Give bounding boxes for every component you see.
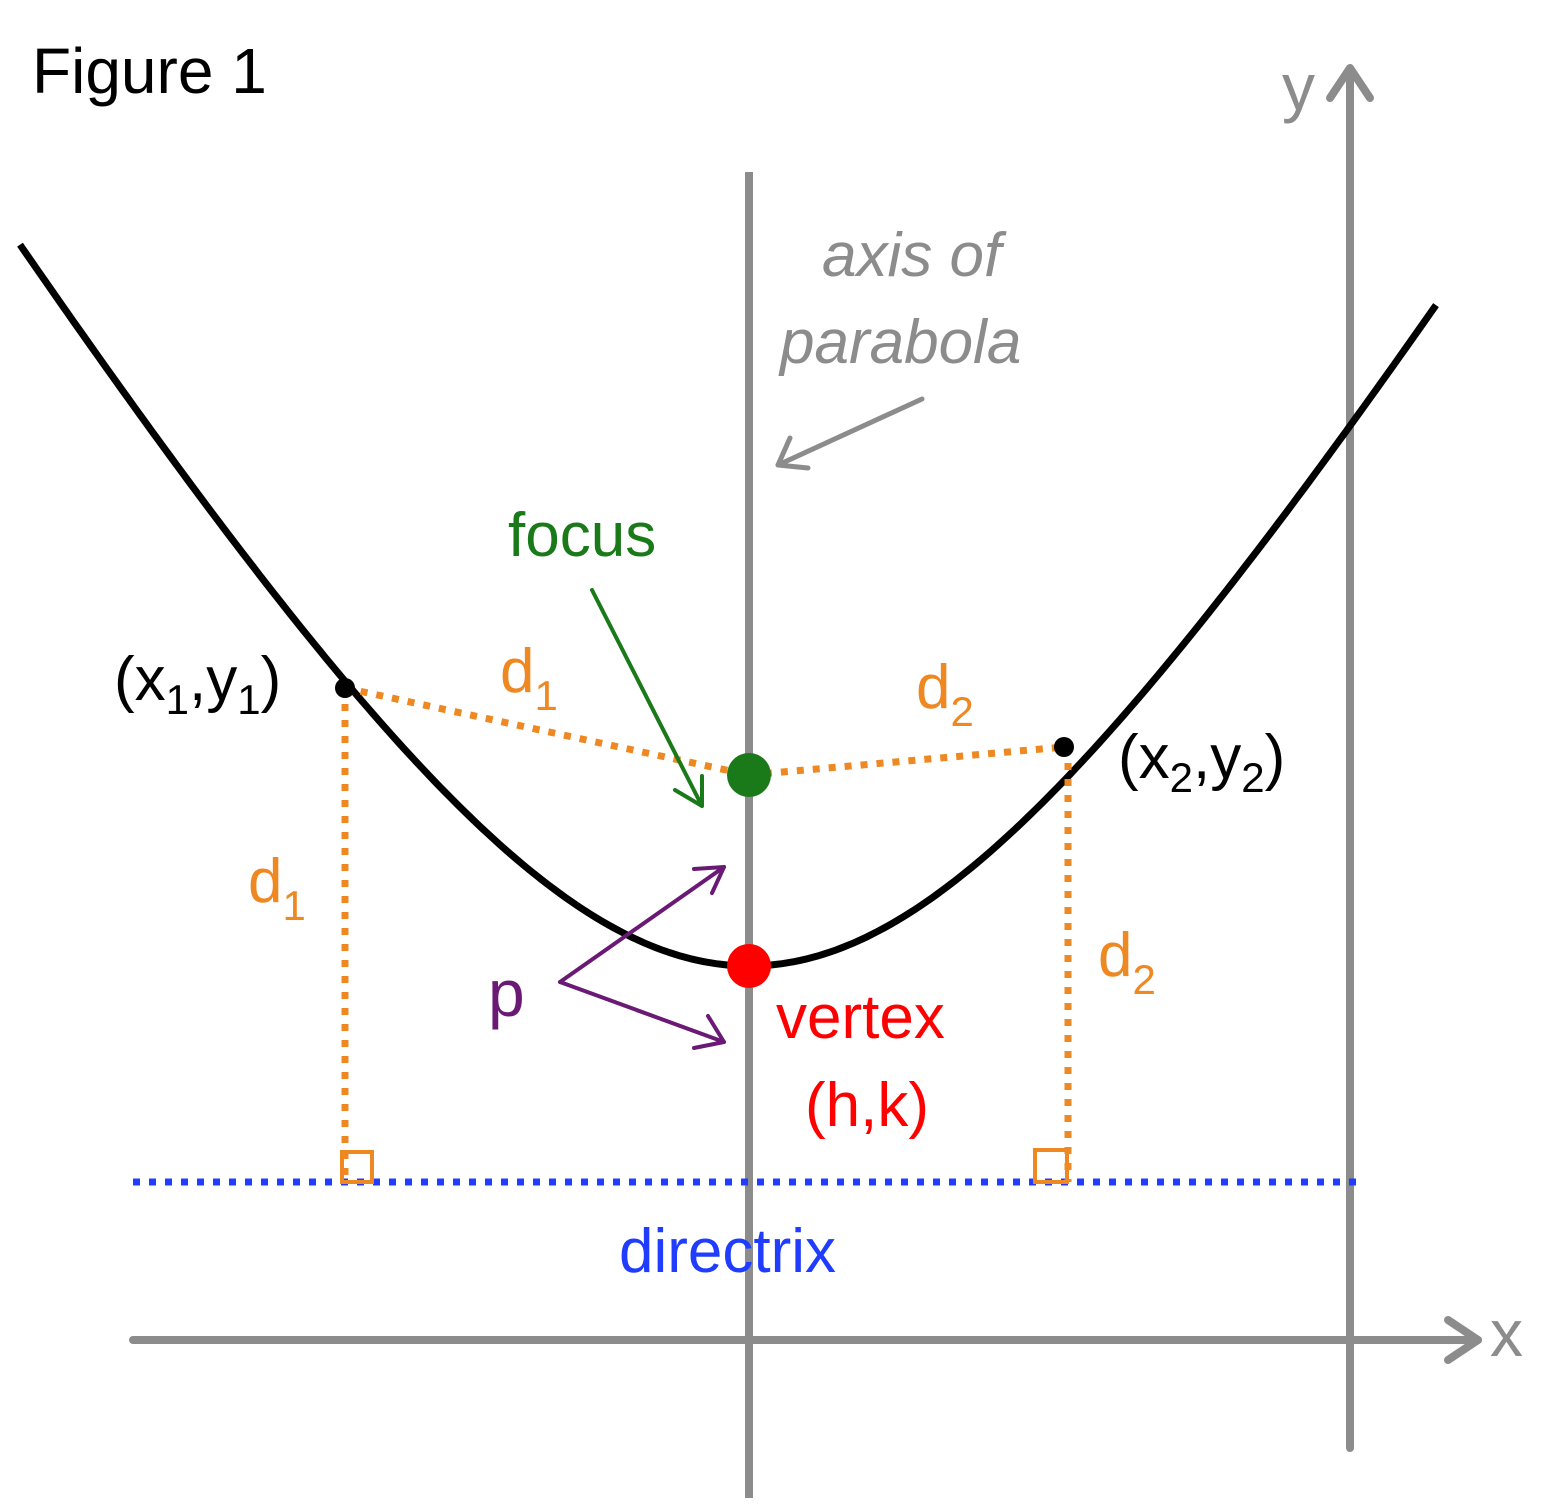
p-arrow-upper — [558, 865, 726, 984]
p-arrow-lower-head — [692, 1014, 726, 1050]
point-1-marker — [335, 678, 355, 698]
right-angle-marker-left — [340, 1150, 374, 1184]
focus-point — [727, 753, 771, 797]
p-arrow-lower — [558, 980, 726, 1044]
directrix-label: directrix — [619, 1217, 836, 1286]
axis-pointer-arrow — [775, 396, 925, 471]
distance-lines — [341, 684, 1072, 1182]
y-axis-arrowhead — [1326, 64, 1374, 102]
focus-pointer-arrow — [590, 588, 704, 808]
p-arrows — [558, 865, 726, 1050]
point-2-label: (x2,y2) — [1118, 723, 1285, 801]
axis-of-parabola-label-line2: parabola — [778, 308, 1021, 377]
x-axis-label: x — [1490, 1296, 1523, 1370]
p-label: p — [488, 956, 525, 1030]
p-arrow-upper-head — [692, 865, 726, 895]
d1-label-vertical: d1 — [248, 847, 306, 929]
axis-of-parabola-label-line1: axis of — [822, 221, 1007, 290]
d2-label-vertical: d2 — [1098, 921, 1156, 1003]
focus-label: focus — [508, 501, 656, 570]
figure-title: Figure 1 — [32, 35, 267, 107]
x-axis-arrowhead — [1444, 1316, 1482, 1364]
right-angle-marker-right — [1033, 1148, 1069, 1184]
point-2-marker — [1054, 737, 1074, 757]
vertex-coords-label: (h,k) — [805, 1071, 929, 1140]
d1-label-top: d1 — [500, 637, 558, 719]
vertex-point — [727, 944, 771, 988]
d1-to-focus-line — [344, 684, 750, 779]
point-1-label: (x1,y1) — [114, 645, 281, 723]
y-axis-label: y — [1282, 50, 1315, 124]
vertex-label: vertex — [776, 983, 945, 1052]
d2-label-top: d2 — [916, 653, 974, 735]
d2-to-focus-line — [748, 743, 1065, 779]
parabola-curve — [17, 242, 1439, 970]
coordinate-axes — [129, 64, 1482, 1452]
